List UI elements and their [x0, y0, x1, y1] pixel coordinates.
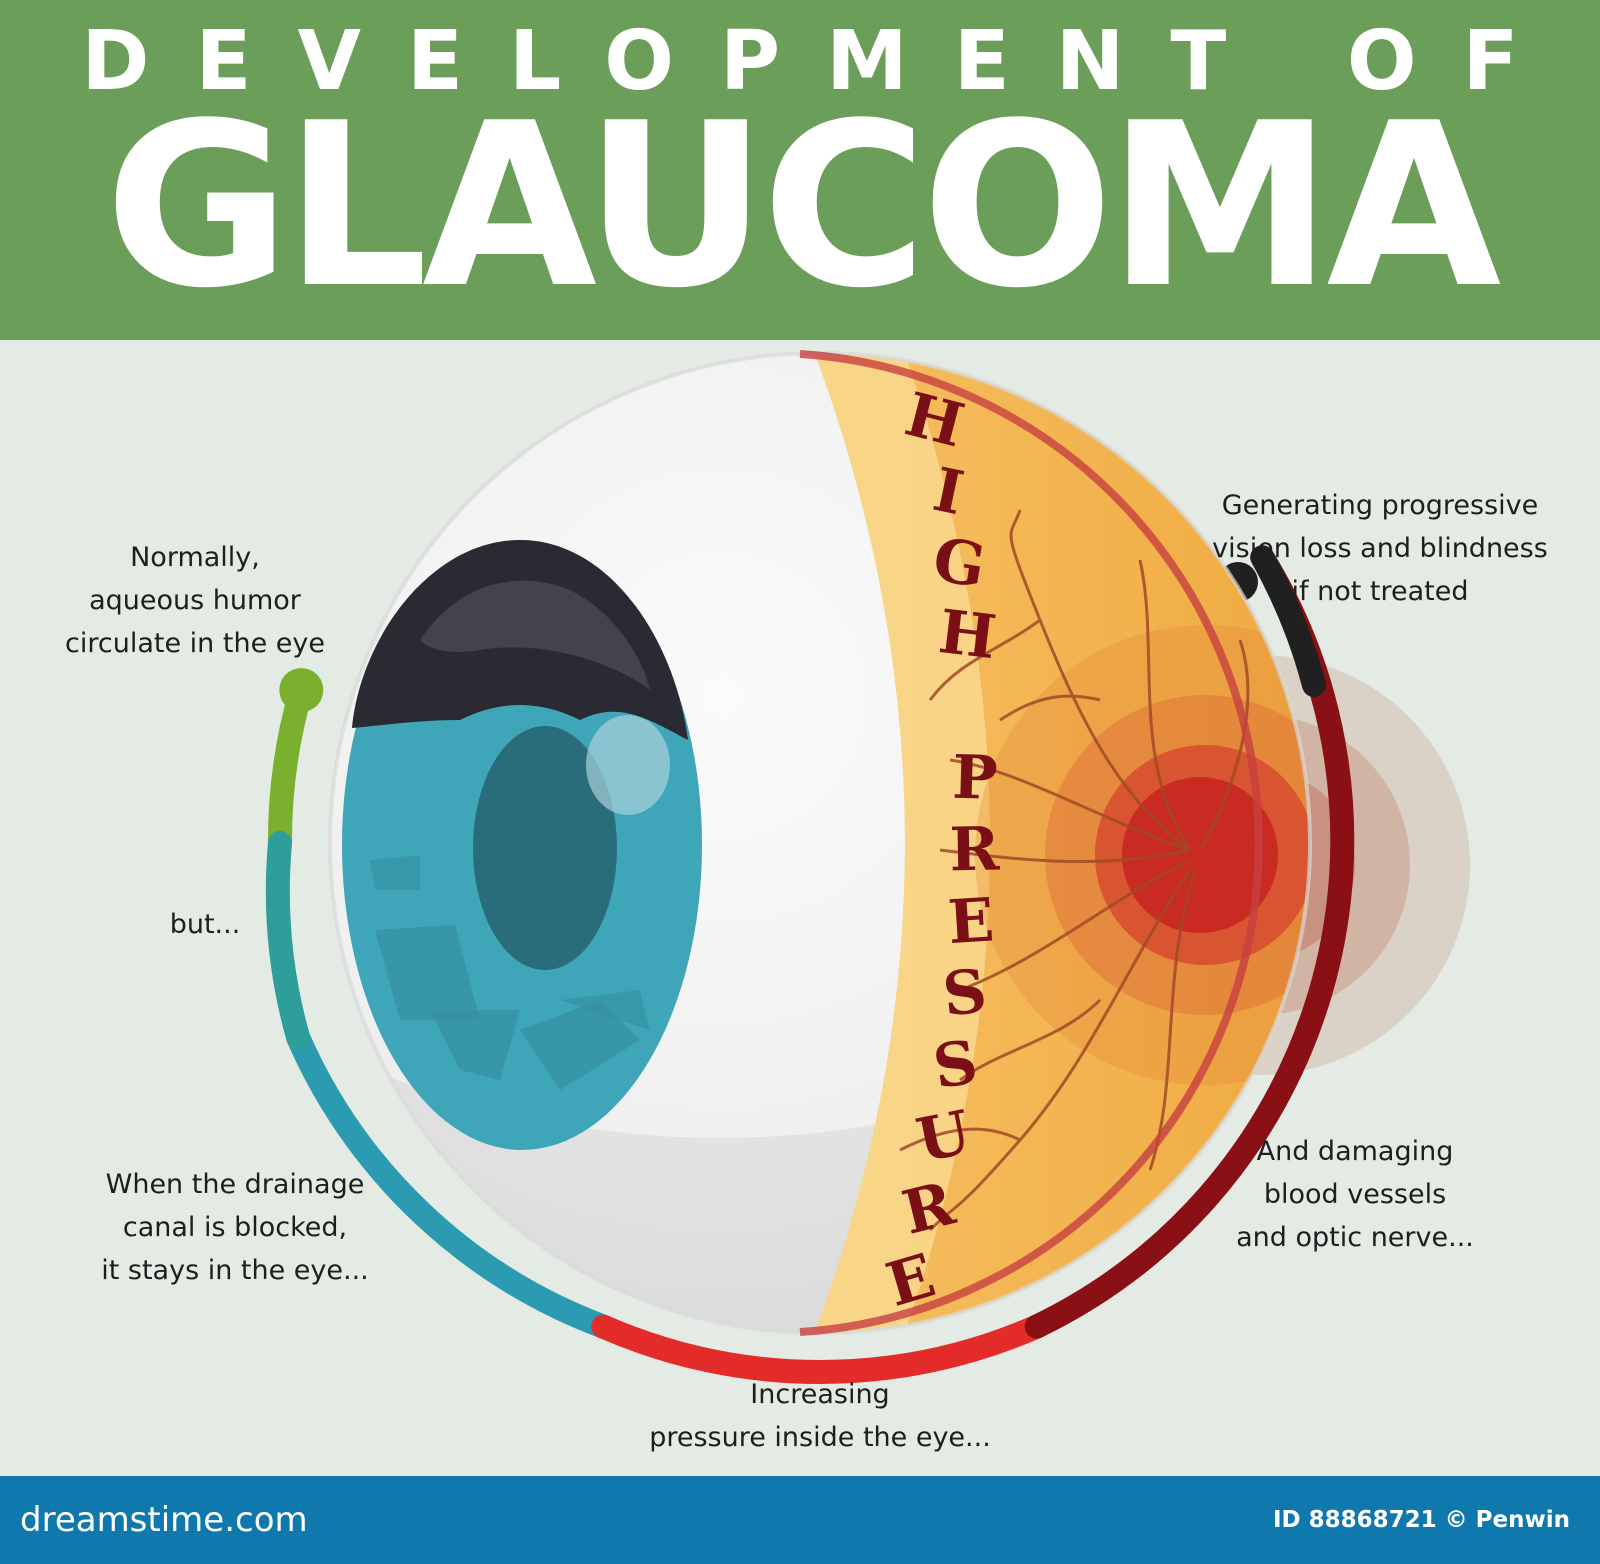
vertical-label-letter: S — [940, 956, 991, 1030]
optic-disc — [1122, 777, 1278, 933]
annotation-damaging: And damaging blood vessels and optic ner… — [1236, 1136, 1474, 1253]
annotation-blocked: When the drainage canal is blocked, it s… — [101, 1169, 369, 1286]
progress-arc — [265, 545, 1355, 1384]
arc-start-dot — [279, 668, 324, 713]
vertical-label-letter: E — [946, 885, 996, 958]
vertical-label-letter: H — [935, 597, 1000, 673]
image-credit: ID 88868721 © Penwin — [1272, 1507, 1570, 1533]
brand-logo[interactable]: dreamstime.com — [20, 1500, 308, 1540]
annotation-increasing: Increasing pressure inside the eye... — [649, 1379, 991, 1453]
vertical-label-letter: S — [929, 1027, 982, 1103]
title-banner: DEVELOPMENT OF GLAUCOMA — [0, 0, 1600, 340]
annotation-but: but... — [169, 909, 241, 940]
annotation-normally: Normally, aqueous humor circulate in the… — [65, 542, 325, 659]
subtitle: DEVELOPMENT OF — [81, 14, 1565, 109]
blood-vessels — [899, 509, 1250, 1232]
pupil — [473, 726, 617, 970]
vertical-label-letter: G — [928, 525, 990, 602]
iris — [342, 540, 702, 1150]
footer-bar: dreamstime.com ID 88868721 © Penwin — [0, 1476, 1600, 1564]
vertical-label-letter: P — [951, 743, 998, 814]
page-title: GLAUCOMA — [104, 75, 1502, 338]
annotation-generating: Generating progressive vision loss and b… — [1212, 490, 1548, 607]
vertical-label-letter: R — [949, 815, 1001, 886]
